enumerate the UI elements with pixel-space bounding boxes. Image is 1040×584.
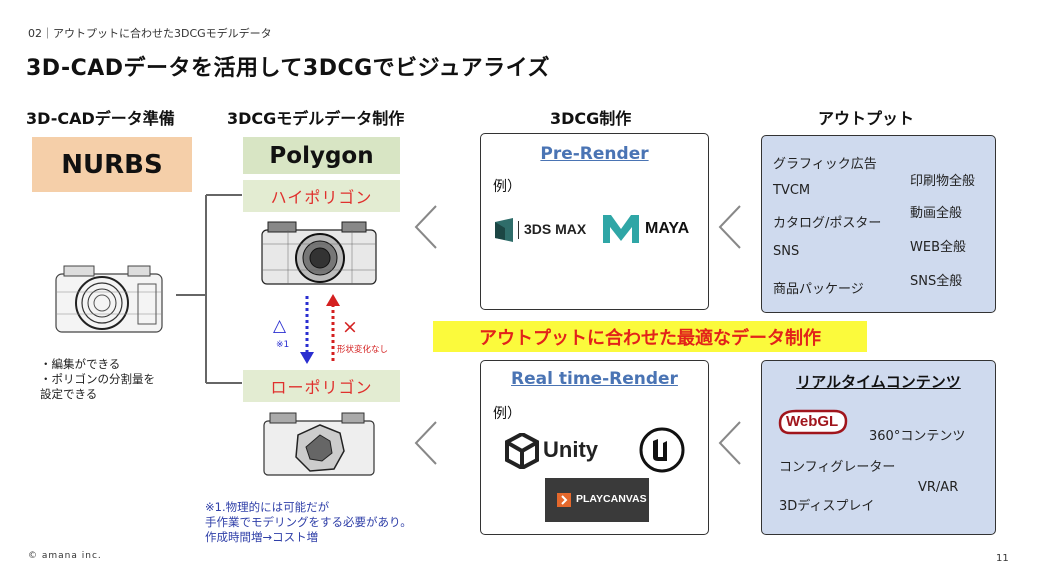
cost-note-line: ※1.物理的には可能だが <box>205 500 330 514</box>
cost-notes: ※1.物理的には可能だが 手作業でモデリングをする必要があり。 作成時間増→コス… <box>205 500 412 545</box>
output-item: SNS <box>773 244 800 259</box>
output-item: 商品パッケージ <box>773 282 864 297</box>
section-label: 02｜アウトプットに合わせた3DCGモデルデータ <box>28 27 272 40</box>
page-title: 3D-CADデータを活用して3DCGでビジュアライズ <box>26 56 551 81</box>
camera-low-poly-image <box>263 412 375 476</box>
cross-note: 形状変化なし <box>337 345 389 355</box>
conversion-arrows <box>300 294 340 364</box>
output-item: WEB全般 <box>910 240 966 255</box>
3dsmax-divider <box>518 221 519 239</box>
column-heading-cad: 3D-CADデータ準備 <box>26 109 175 128</box>
maya-logo-text: MAYA <box>645 220 690 237</box>
cad-note-line: ・ポリゴンの分割量を <box>40 372 155 386</box>
playcanvas-logo-icon <box>557 493 571 507</box>
output-item: カタログ/ポスター <box>773 216 882 231</box>
3dsmax-logo-text: 3DS MAX <box>524 221 587 237</box>
column-heading-model: 3DCGモデルデータ制作 <box>227 109 405 128</box>
3dsmax-logo-icon <box>495 218 513 242</box>
playcanvas-logo-text: PLAYCANVAS <box>576 493 647 505</box>
unity-logo-text: Unity <box>543 437 598 462</box>
output-realtime-title: リアルタイムコンテンツ <box>796 373 961 391</box>
output-item: VR/AR <box>918 480 959 495</box>
realtime-render-example-label: 例） <box>493 406 521 422</box>
branch-connector <box>176 194 242 384</box>
pre-render-title: Pre-Render <box>540 144 649 164</box>
chevron-left-icon <box>718 421 741 465</box>
cad-note-line: ・編集ができる <box>40 357 121 371</box>
page-number: 11 <box>996 553 1009 564</box>
triangle-note: ※1 <box>276 340 290 350</box>
output-realtime-box: リアルタイムコンテンツ WebGL 360°コンテンツ コンフィグレーター VR… <box>761 360 996 535</box>
camera-wireframe-cad-image <box>55 265 163 333</box>
output-item: コンフィグレーター <box>779 460 896 475</box>
output-item: TVCM <box>773 183 811 198</box>
output-item: 3Dディスプレイ <box>779 499 875 514</box>
webgl-logo-text: WebGL <box>786 413 839 430</box>
polygon-box: Polygon <box>243 137 400 174</box>
realtime-render-title: Real time-Render <box>511 369 678 389</box>
column-heading-cg: 3DCG制作 <box>550 109 632 128</box>
triangle-mark: △ <box>273 316 287 336</box>
cost-note-line: 作成時間増→コスト増 <box>205 530 319 544</box>
chevron-left-icon <box>414 205 437 249</box>
chevron-left-icon <box>718 205 741 249</box>
chevron-left-icon <box>414 421 437 465</box>
output-pre-render-box: グラフィック広告 TVCM カタログ/ポスター SNS 商品パッケージ 印刷物全… <box>761 135 996 313</box>
webgl-logo-icon <box>778 409 848 435</box>
cad-notes: ・編集ができる ・ポリゴンの分割量を 設定できる <box>40 357 155 402</box>
high-poly-box: ハイポリゴン <box>243 180 400 212</box>
realtime-render-box: Real time-Render 例） Unity PLAYCANVAS <box>480 360 709 535</box>
output-item: SNS全般 <box>910 274 963 289</box>
highlight-banner: アウトプットに合わせた最適なデータ制作 <box>433 321 867 352</box>
webgl-logo: WebGL <box>776 407 848 437</box>
column-heading-output: アウトプット <box>818 109 915 128</box>
output-item: 印刷物全般 <box>910 174 976 189</box>
playcanvas-logo: PLAYCANVAS <box>545 478 649 522</box>
pre-render-box: Pre-Render 例） 3DS MAX MAYA <box>480 133 709 310</box>
cross-mark: × <box>342 316 358 338</box>
nurbs-box: NURBS <box>32 137 192 192</box>
unreal-engine-logo-icon <box>639 427 685 473</box>
low-poly-box: ローポリゴン <box>243 370 400 402</box>
cost-note-line: 手作業でモデリングをする必要があり。 <box>205 515 412 529</box>
maya-logo-icon <box>603 215 639 243</box>
camera-high-poly-image <box>261 221 377 285</box>
cad-note-line: 設定できる <box>40 387 98 401</box>
copyright: © amana inc. <box>28 551 102 561</box>
pre-render-example-label: 例） <box>493 179 521 195</box>
output-item: 動画全般 <box>910 206 963 221</box>
output-item: グラフィック広告 <box>773 157 877 172</box>
unity-logo-icon <box>505 433 539 469</box>
output-item: 360°コンテンツ <box>869 429 966 444</box>
